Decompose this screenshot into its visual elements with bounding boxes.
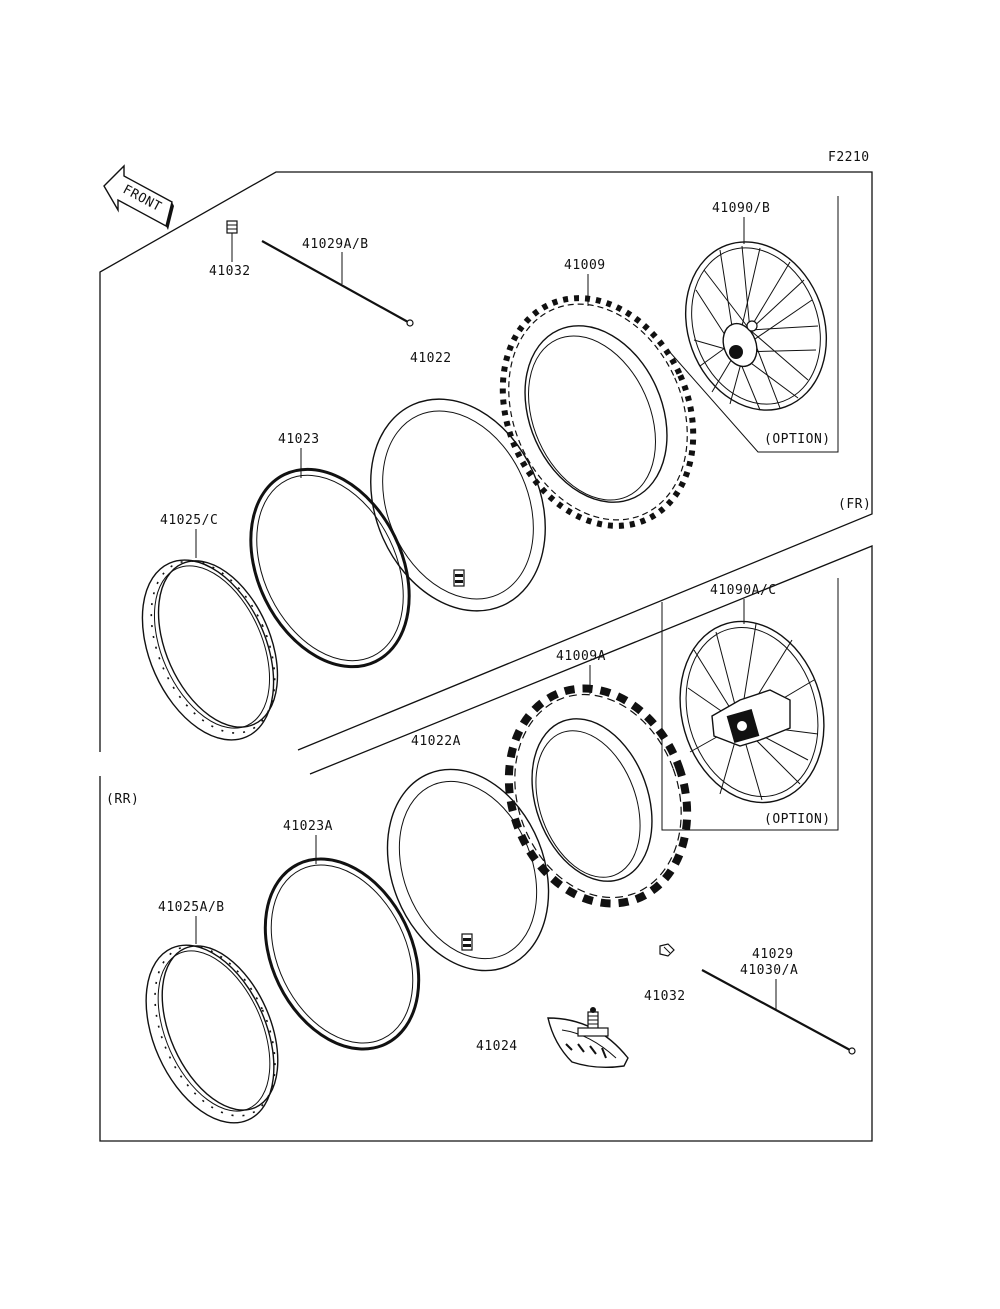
rim-lock-icon [547, 1007, 629, 1069]
rear-rim-band-icon [263, 857, 421, 1051]
rear-rim-icon [145, 944, 279, 1124]
rear-option-label: (OPTION) [764, 812, 831, 827]
rear-valve-cap-icon [659, 943, 675, 957]
rear-rim-band-label: 41023A [283, 819, 333, 834]
front-valve-cap-icon [226, 220, 238, 262]
front-tire-label: 41009 [564, 258, 606, 273]
front-tube-label: 41022 [410, 351, 452, 366]
rear-tube-label: 41022A [411, 734, 461, 749]
rear-tire-label: 41009A [556, 649, 606, 664]
front-option-label: (OPTION) [764, 432, 831, 447]
front-wheel-icon [684, 241, 828, 411]
front-rim-icon [141, 559, 279, 741]
rear-wheel-icon [679, 620, 825, 804]
rear-tire-icon [504, 684, 692, 908]
front-rim-band-label: 41023 [278, 432, 320, 447]
front-arrow-icon: FRONT [103, 164, 174, 230]
front-section-frame [99, 171, 873, 752]
rear-tube-icon [386, 768, 550, 972]
rear-rim-label: 41025A/B [158, 900, 225, 915]
rear-section-label: (RR) [106, 792, 139, 807]
front-wheel-label: 41090/B [712, 201, 770, 216]
front-option-frame [667, 196, 839, 453]
front-spoke-icon [261, 240, 414, 327]
drawing-code: F2210 [828, 150, 870, 165]
rear-wheel-label: 41090A/C [710, 583, 777, 598]
rear-spoke-alt-label: 41030/A [740, 963, 798, 978]
rear-section-frame [99, 545, 873, 1142]
rear-spoke-label: 41029 [752, 947, 794, 962]
rear-valve-cap-label: 41032 [644, 989, 686, 1004]
rear-option-frame [661, 578, 839, 831]
front-valve-cap-label: 41032 [209, 264, 251, 279]
rim-lock-label: 41024 [476, 1039, 518, 1054]
rear-spoke-icon [701, 969, 856, 1055]
front-spoke-label: 41029A/B [302, 237, 369, 252]
front-section-label: (FR) [838, 497, 871, 512]
front-tire-icon [499, 295, 697, 529]
front-rim-band-icon [249, 467, 411, 669]
front-rim-label: 41025/C [160, 513, 218, 528]
